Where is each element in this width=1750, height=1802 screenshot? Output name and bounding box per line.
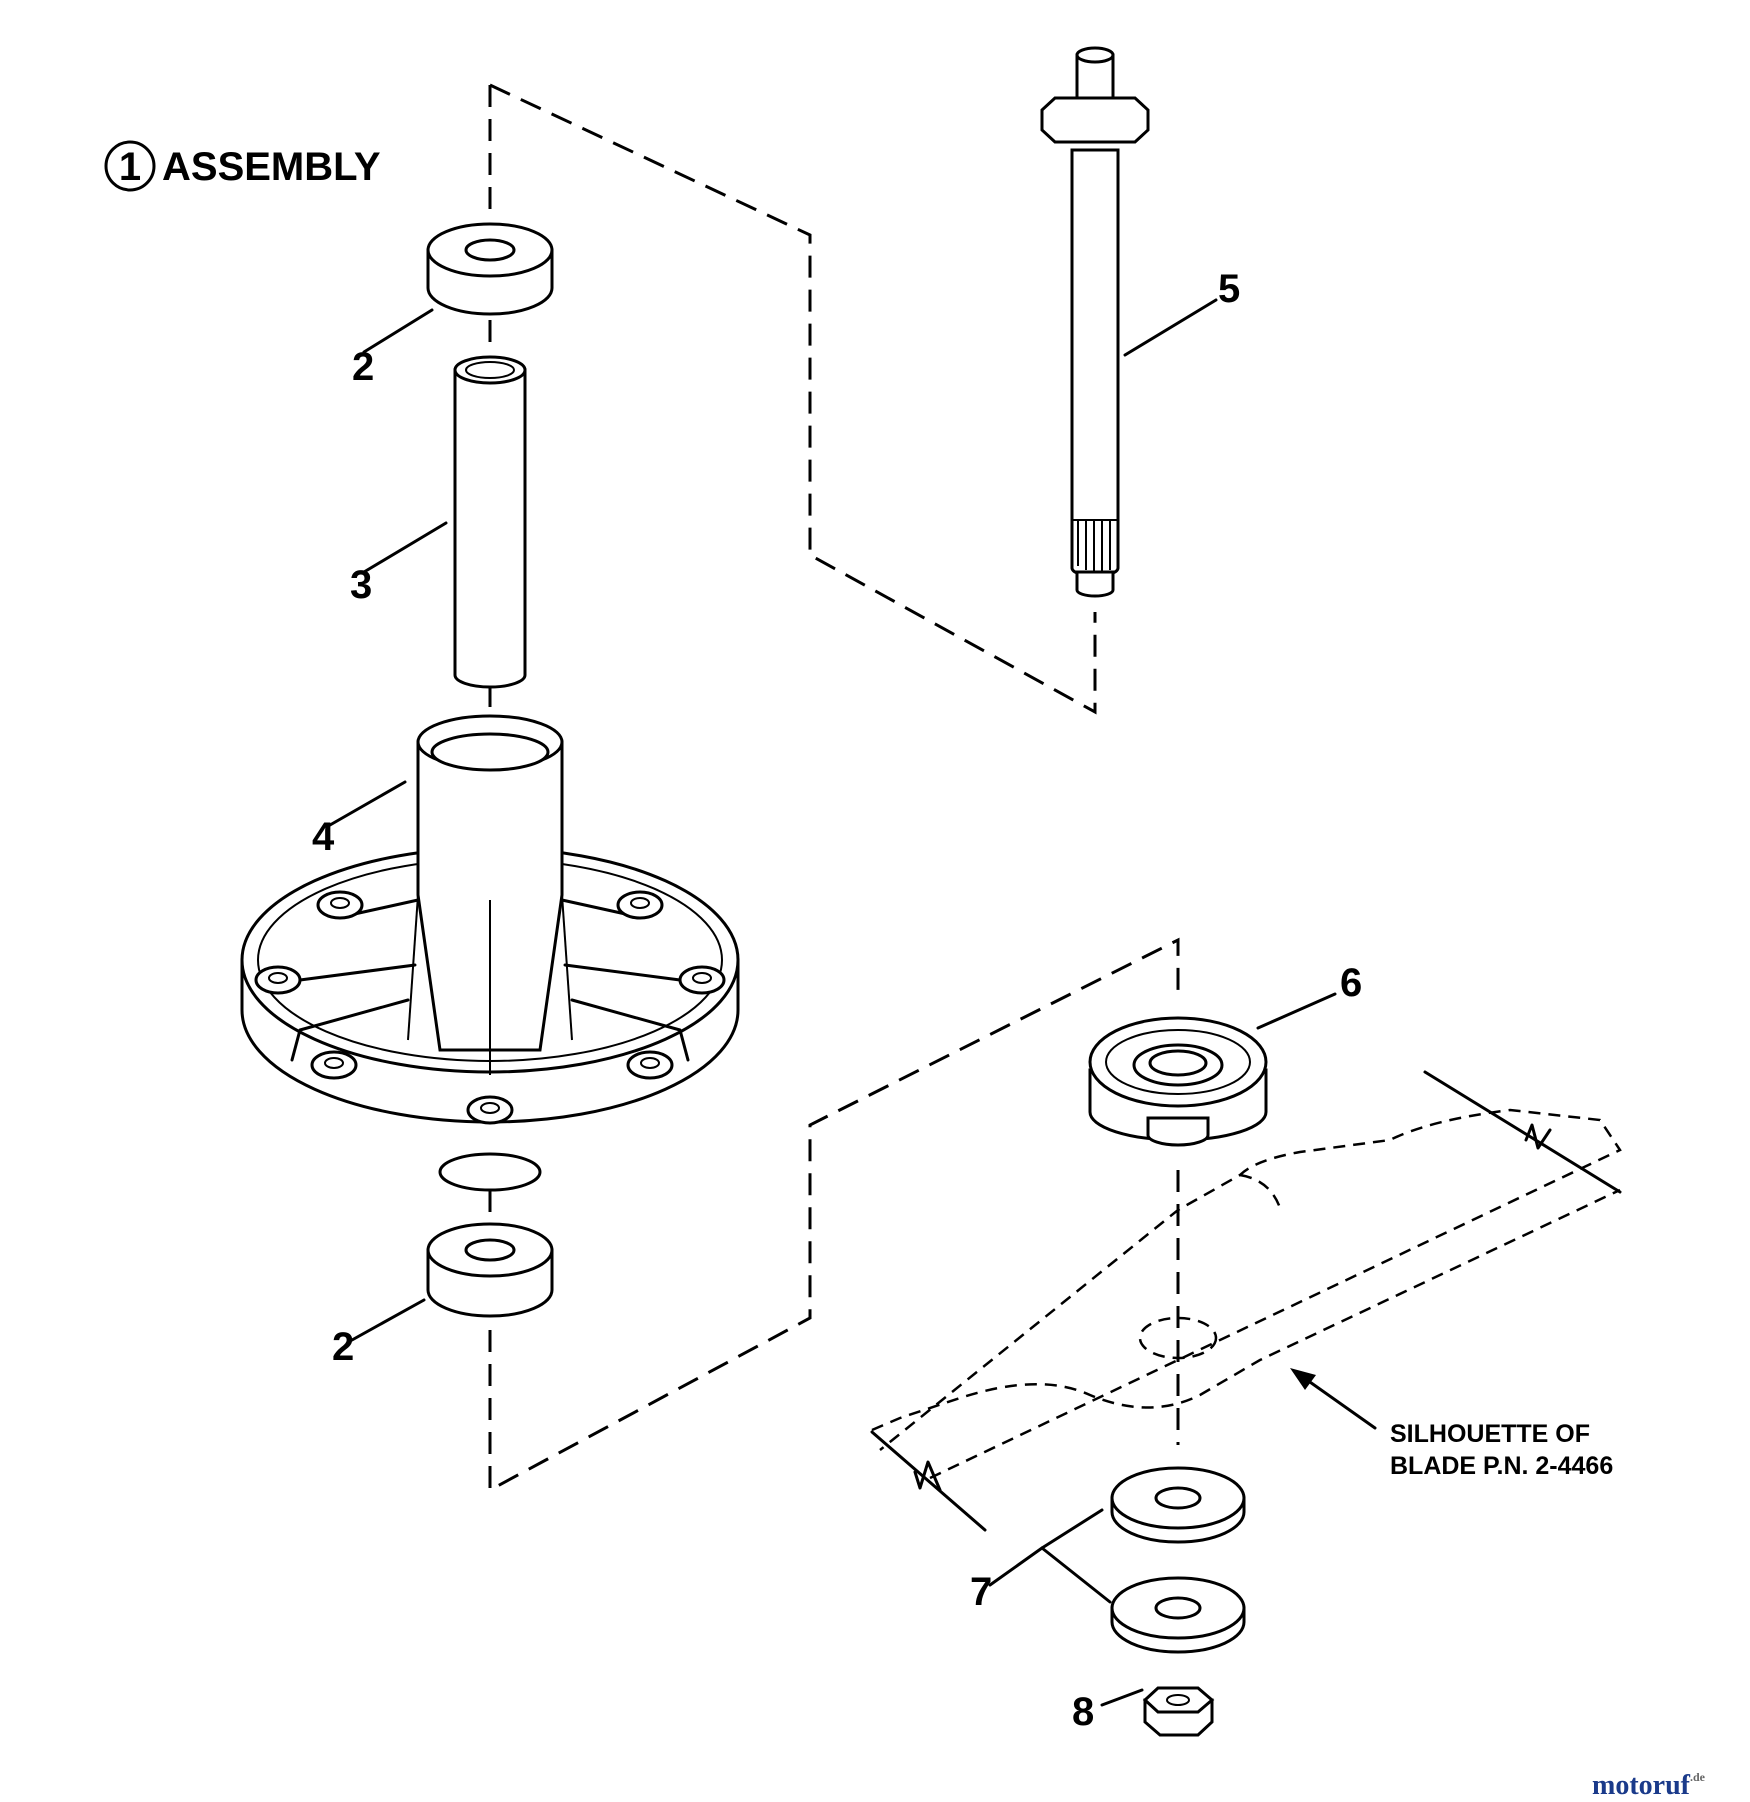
bearing-top-part [426, 222, 554, 316]
assembly-number: 1 [119, 145, 141, 189]
bearing-bottom-part [426, 1222, 554, 1318]
callout-nut: 8 [1072, 1690, 1094, 1734]
watermark-logo: motoruf.de [1592, 1770, 1705, 1802]
blade-note-line1: SILHOUETTE OF [1390, 1420, 1590, 1448]
leader-lines [328, 298, 1377, 1707]
blade-hub-part [1088, 1016, 1268, 1147]
washer-lower-part [1110, 1576, 1246, 1654]
callout-washers: 7 [970, 1570, 992, 1614]
callout-hub: 6 [1340, 961, 1362, 1005]
callout-housing: 4 [312, 815, 335, 859]
callout-bearing-bottom: 2 [332, 1325, 354, 1369]
watermark-suffix: .de [1689, 1770, 1705, 1784]
spindle-housing-part [240, 714, 740, 1192]
watermark-brand: motoruf [1592, 1770, 1690, 1801]
callout-spacer: 3 [350, 563, 372, 607]
assembly-guide-lines [488, 83, 1180, 1530]
washer-upper-part [1110, 1466, 1246, 1544]
blade-note-line2: BLADE P.N. 2-4466 [1390, 1452, 1613, 1480]
callout-bearing-top: 2 [352, 345, 374, 389]
blade-silhouette [870, 1070, 1622, 1532]
callout-shaft: 5 [1218, 267, 1240, 311]
spacer-tube-part [453, 355, 527, 689]
spindle-shaft-part [1040, 46, 1150, 598]
assembly-title: 1 ASSEMBLY [104, 140, 381, 192]
assembly-title-text: ASSEMBLY [162, 145, 381, 189]
nut-part [1142, 1686, 1215, 1737]
